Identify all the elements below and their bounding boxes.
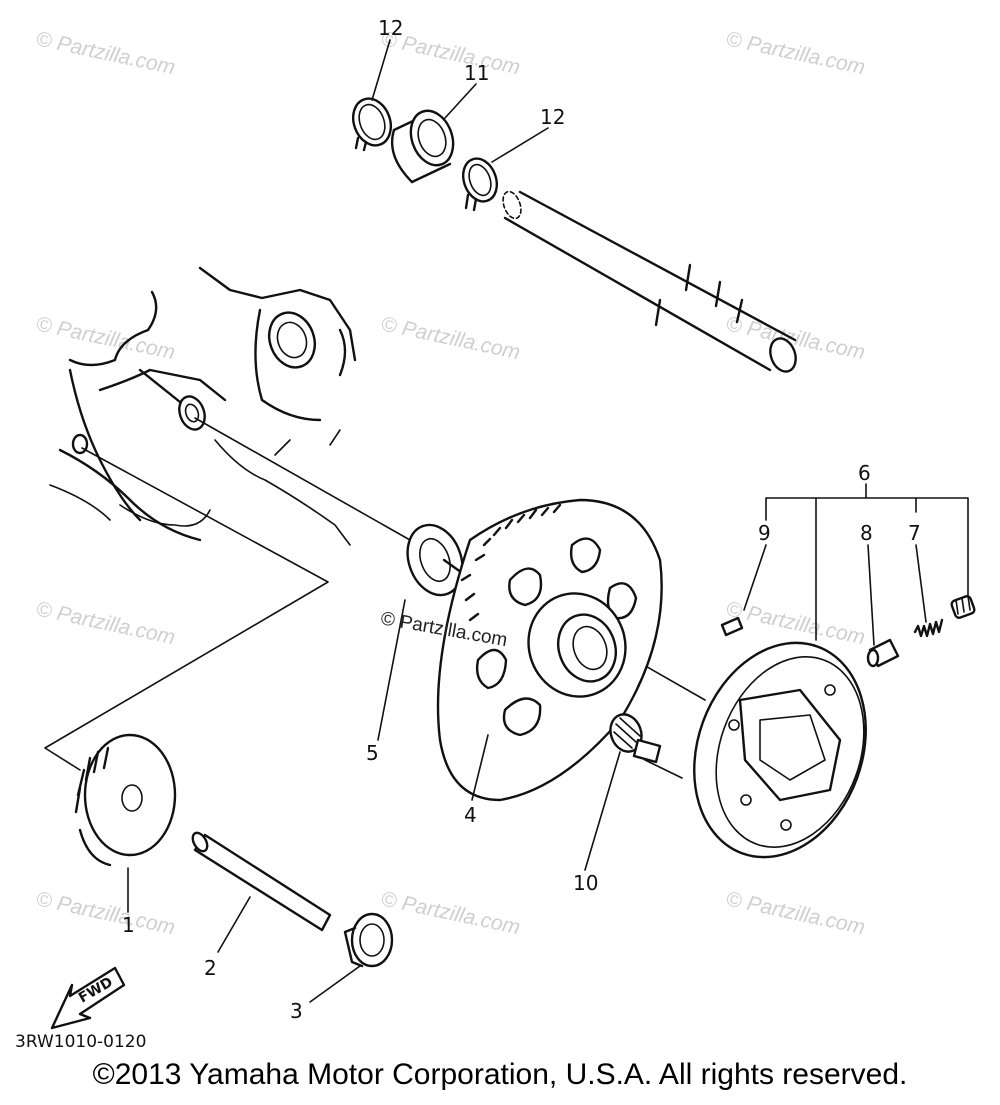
engine-case-outline <box>49 266 357 546</box>
callout-5: 5 <box>366 741 379 765</box>
part-11-bushing <box>390 109 455 184</box>
callout-1: 1 <box>122 913 135 937</box>
callout-12-top: 12 <box>378 16 403 40</box>
callout-7: 7 <box>908 521 921 545</box>
watermark: © Partzilla.com <box>34 27 177 79</box>
part-8-plunger <box>866 638 900 668</box>
callout-6: 6 <box>858 461 871 485</box>
part-12-circlip-top <box>351 97 393 152</box>
part-2-shaft <box>191 831 332 932</box>
watermark: © Partzilla.com <box>379 312 522 364</box>
callout-10: 10 <box>573 871 598 895</box>
part-7-spring <box>913 618 944 638</box>
leader-lines <box>127 39 969 1003</box>
callout-12-lower: 12 <box>540 105 565 129</box>
watermark: © Partzilla.com <box>34 312 177 364</box>
part-6-cap-bolt <box>950 595 976 619</box>
part-9-pin <box>720 616 744 637</box>
part-1-idle-gear <box>74 733 177 867</box>
callout-9: 9 <box>758 521 771 545</box>
starter-shaft <box>502 190 797 373</box>
watermark: © Partzilla.com <box>34 887 177 939</box>
watermark: © Partzilla.com <box>724 887 867 939</box>
part-10-bolt <box>609 713 662 764</box>
watermark: © Partzilla.com <box>379 887 522 939</box>
part-5-washer <box>406 523 467 597</box>
callout-labels: 12 11 12 6 9 8 7 5 4 10 1 2 3 <box>122 16 921 1023</box>
watermark: © Partzilla.com <box>724 27 867 79</box>
callout-11: 11 <box>464 61 489 85</box>
callout-2: 2 <box>204 956 217 980</box>
part-3-bushing <box>343 912 394 968</box>
watermark: © Partzilla.com <box>34 597 177 649</box>
callout-8: 8 <box>860 521 873 545</box>
copyright-notice: ©2013 Yamaha Motor Corporation, U.S.A. A… <box>92 1058 908 1091</box>
fwd-direction-arrow: FWD <box>50 966 126 1030</box>
diagram-code: 3RW1010-0120 <box>15 1032 146 1052</box>
callout-4: 4 <box>464 803 477 827</box>
part-12-circlip-bottom <box>461 157 499 212</box>
part-4-starter-gear <box>436 498 663 802</box>
callout-3: 3 <box>290 999 303 1023</box>
part-6-one-way-clutch <box>693 641 867 859</box>
